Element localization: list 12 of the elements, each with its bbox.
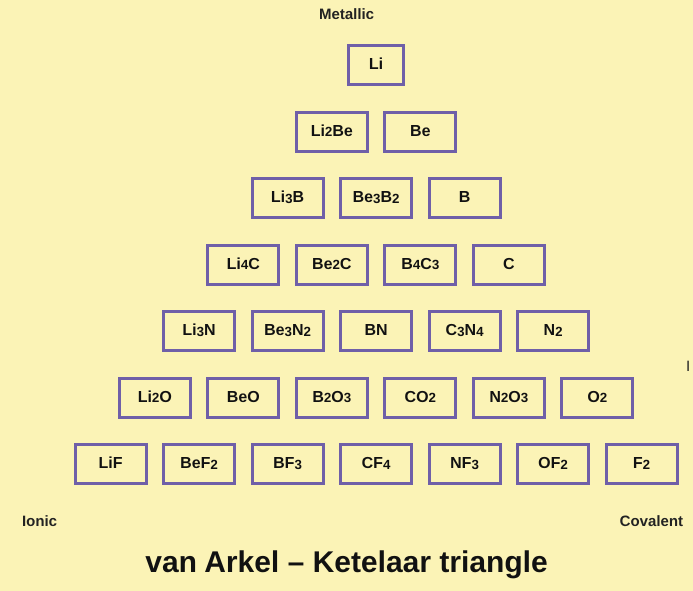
corner-label: Ionic [22,513,58,530]
formula-box: Be [383,110,458,152]
formula-box: BN [339,310,413,352]
diagram-title: van Arkel – Ketelaar triangle [144,546,549,580]
top-label: Metallic [318,6,374,23]
formula-box: B [428,177,502,219]
formula-box: C [472,244,546,286]
formula-box: LiF [74,443,148,485]
formula-box: BeO [206,376,280,418]
corner-label: Covalent [620,513,683,530]
formula-box: Li [347,44,405,86]
stray-mark: I [686,358,690,375]
